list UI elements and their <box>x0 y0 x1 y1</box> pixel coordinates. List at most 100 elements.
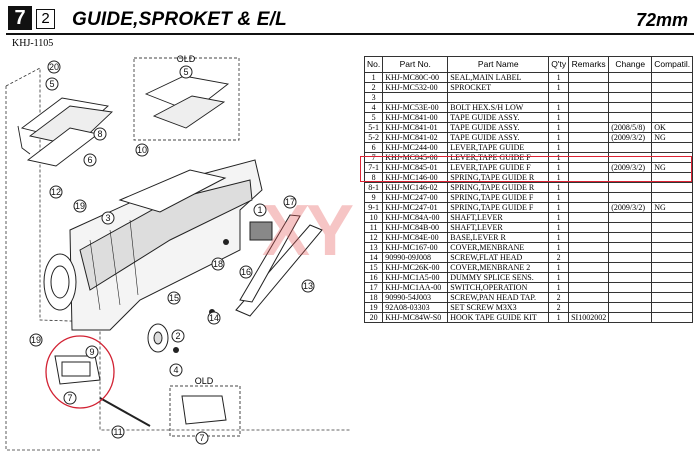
svg-text:7: 7 <box>199 433 204 443</box>
table-cell-qty: 1 <box>548 272 570 283</box>
table-cell-no: 9-1 <box>363 202 384 213</box>
table-cell-qty: 1 <box>548 112 570 123</box>
table-cell-part-no: KHJ-MC247-01 <box>382 202 449 213</box>
highlight-circle <box>45 335 115 409</box>
table-cell-name: BOLT HEX.S/H LOW <box>447 102 550 113</box>
table-cell-name: TAPE GUIDE ASSY. <box>447 122 550 133</box>
part-20-hook <box>17 97 113 167</box>
table-cell-compat <box>651 182 694 193</box>
table-header-row: No. Part No. Part Name Q'ty Remarks Chan… <box>363 56 694 73</box>
table-cell-change <box>608 242 653 253</box>
col-qty: Q'ty <box>548 56 570 73</box>
svg-text:20: 20 <box>49 62 59 72</box>
table-cell-no: 6 <box>363 142 384 153</box>
svg-text:7: 7 <box>67 393 72 403</box>
svg-text:11: 11 <box>113 427 122 437</box>
table-cell-change <box>608 222 653 233</box>
callout-11: 11 <box>111 425 125 439</box>
callout-7: 7 <box>63 391 77 405</box>
table-cell-part-no: KHJ-MC167-00 <box>382 242 449 253</box>
callout-19a: 19 <box>73 199 87 213</box>
table-cell-change <box>608 232 653 243</box>
table-cell-change <box>608 302 653 313</box>
table-cell-name: SCREW,PAN HEAD TAP. <box>447 292 550 303</box>
table-cell-no: 5-2 <box>363 132 384 143</box>
table-cell-change: (2009/3/2) <box>608 132 653 143</box>
table-cell-qty: 1 <box>548 102 570 113</box>
table-cell-no: 11 <box>363 222 384 233</box>
table-cell-compat <box>651 262 694 273</box>
table-cell-qty: 1 <box>548 312 570 323</box>
table-cell-qty: 2 <box>548 252 570 263</box>
table-cell-name: SPRING,TAPE GUIDE R <box>447 182 550 193</box>
table-cell-name: SPRING,TAPE GUIDE F <box>447 202 550 213</box>
table-cell-name: COVER,MENBRANE 2 <box>447 262 550 273</box>
sub-number: 2 <box>36 9 55 29</box>
callout-19b: 19 <box>29 333 43 347</box>
page-title: GUIDE,SPROKET & E/L <box>72 9 287 30</box>
table-cell-qty: 1 <box>548 242 570 253</box>
table-cell-compat <box>651 102 694 113</box>
table-cell-compat <box>651 142 694 153</box>
table-cell-no: 8-1 <box>363 182 384 193</box>
svg-text:12: 12 <box>51 187 61 197</box>
table-cell-no: 13 <box>363 242 384 253</box>
table-cell-remarks <box>568 202 610 213</box>
table-cell-name: TAPE GUIDE ASSY. <box>447 132 550 143</box>
table-cell-remarks <box>568 72 610 83</box>
part-13-cover <box>235 224 323 317</box>
table-cell-no: 12 <box>363 232 384 243</box>
table-cell-name: SCREW,FLAT HEAD <box>447 252 550 263</box>
table-cell-no: 14 <box>363 252 384 263</box>
svg-text:8: 8 <box>97 129 102 139</box>
table-cell-part-no: 90990-54J003 <box>382 292 449 303</box>
table-cell-name: SWITCH,OPERATION <box>447 282 550 293</box>
table-cell-qty <box>548 92 570 103</box>
table-cell-compat <box>651 292 694 303</box>
col-remarks: Remarks <box>568 56 610 73</box>
table-cell-change <box>608 282 653 293</box>
callout-7-old: 7 <box>195 431 209 445</box>
table-cell-compat <box>651 272 694 283</box>
table-cell-no: 4 <box>363 102 384 113</box>
table-cell-change <box>608 142 653 153</box>
svg-text:4: 4 <box>173 365 178 375</box>
table-row: 3 <box>363 92 694 103</box>
callout-1: 1 <box>253 203 267 217</box>
table-cell-name: SHAFT,LEVER <box>447 222 550 233</box>
col-change: Change <box>608 56 653 73</box>
table-cell-no: 1 <box>363 72 384 83</box>
callout-5-old: 5 <box>179 65 193 79</box>
table-cell-qty: 1 <box>548 142 570 153</box>
table-cell-remarks <box>568 112 610 123</box>
table-cell-part-no: KHJ-MC247-00 <box>382 192 449 203</box>
table-cell-remarks <box>568 252 610 263</box>
table-cell-remarks <box>568 192 610 203</box>
table-cell-change <box>608 182 653 193</box>
table-cell-part-no: KHJ-MC84A-00 <box>382 212 449 223</box>
table-cell-name: SHAFT,LEVER <box>447 212 550 223</box>
callout-3: 3 <box>101 211 115 225</box>
table-cell-qty: 1 <box>548 192 570 203</box>
table-cell-change <box>608 272 653 283</box>
table-cell-remarks <box>568 92 610 103</box>
table-cell-compat: OK <box>651 122 694 133</box>
old-label-top: OLD <box>177 54 196 64</box>
highlight-rows-box <box>360 156 692 182</box>
table-cell-qty: 1 <box>548 72 570 83</box>
table-cell-remarks <box>568 122 610 133</box>
table-cell-no: 5-1 <box>363 122 384 133</box>
table-cell-remarks <box>568 292 610 303</box>
svg-text:16: 16 <box>241 267 251 277</box>
table-cell-part-no: KHJ-MC841-00 <box>382 112 449 123</box>
col-compat: Compatil. <box>651 56 694 73</box>
table-cell-qty: 1 <box>548 222 570 233</box>
